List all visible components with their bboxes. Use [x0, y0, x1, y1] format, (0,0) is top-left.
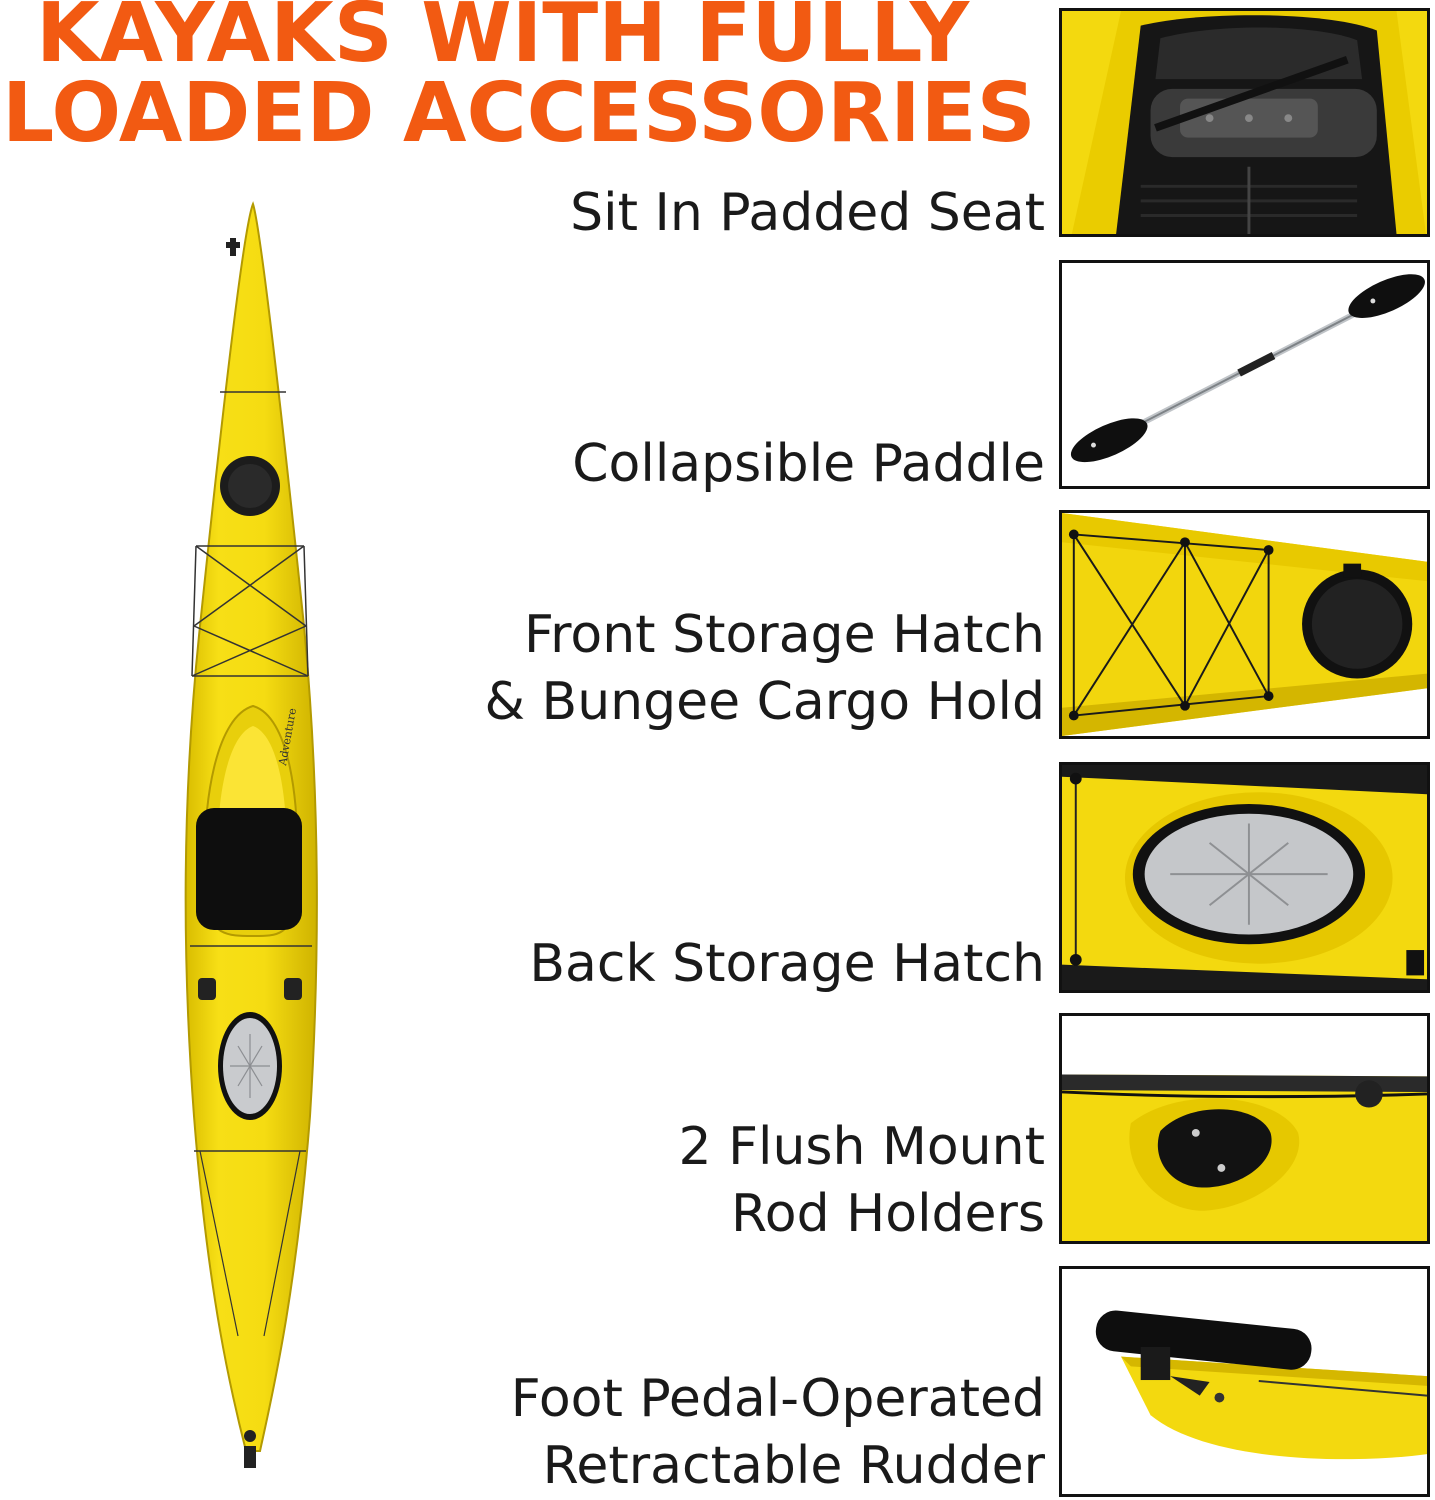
paddle-photo-illustration: [1062, 263, 1427, 486]
rod-holder-photo-illustration: [1062, 1016, 1427, 1241]
feature-label-front-hatch: Front Storage Hatch & Bungee Cargo Hold: [484, 602, 1045, 736]
headline-line-2: LOADED ACCESSORIES: [2, 66, 1036, 161]
photo-front-hatch-bungee: [1059, 510, 1430, 739]
photo-padded-seat: [1059, 8, 1430, 237]
feature-label-line: & Bungee Cargo Hold: [484, 672, 1045, 732]
front-hatch-photo-illustration: [1062, 513, 1427, 736]
kayak-illustration: Adventure: [184, 201, 318, 1468]
feature-label-line: Retractable Rudder: [542, 1436, 1045, 1496]
photo-back-hatch: [1059, 762, 1430, 993]
feature-label-line: Sit In Padded Seat: [570, 183, 1045, 243]
feature-label-line: Collapsible Paddle: [572, 434, 1045, 494]
rudder-photo-illustration: [1062, 1269, 1427, 1494]
feature-label-line: Back Storage Hatch: [529, 934, 1045, 994]
feature-label-seat: Sit In Padded Seat: [570, 180, 1045, 247]
feature-label-line: Rod Holders: [731, 1184, 1045, 1244]
feature-label-line: Foot Pedal-Operated: [510, 1369, 1045, 1429]
photo-rudder: [1059, 1266, 1430, 1497]
headline-line-1: KAYAKS WITH FULLY: [36, 0, 970, 81]
photo-rod-holders: [1059, 1013, 1430, 1244]
feature-label-rod-holders: 2 Flush Mount Rod Holders: [679, 1114, 1046, 1248]
seat-photo-illustration: [1062, 11, 1427, 234]
feature-label-line: 2 Flush Mount: [678, 1117, 1046, 1177]
feature-label-line: Front Storage Hatch: [524, 605, 1045, 665]
photo-collapsible-paddle: [1059, 260, 1430, 489]
kayak-top-view-image: Adventure: [168, 196, 338, 1476]
feature-label-paddle: Collapsible Paddle: [572, 431, 1045, 498]
back-hatch-photo-illustration: [1062, 765, 1427, 990]
headline: KAYAKS WITH FULLY LOADED ACCESSORIES: [0, 0, 1060, 161]
feature-label-rudder: Foot Pedal-Operated Retractable Rudder: [511, 1366, 1045, 1500]
feature-label-back-hatch: Back Storage Hatch: [529, 931, 1045, 998]
